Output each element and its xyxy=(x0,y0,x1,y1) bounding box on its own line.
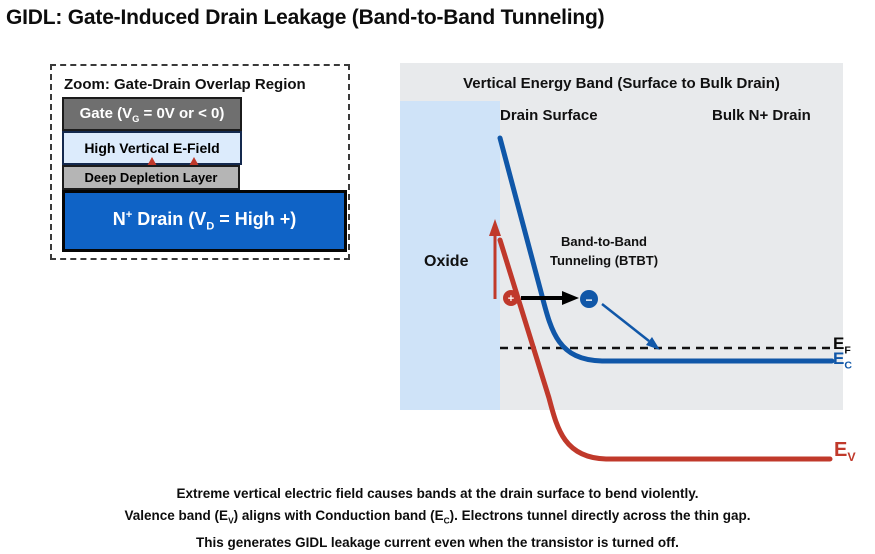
caption: Extreme vertical electric field causes b… xyxy=(0,483,875,554)
caption-line-1: Extreme vertical electric field causes b… xyxy=(176,486,699,501)
energy-band-panel: Vertical Energy Band (Surface to Bulk Dr… xyxy=(400,63,843,410)
caption-line-2: Valence band (EV) aligns with Conduction… xyxy=(124,508,751,526)
drain-label: N+ Drain (VD = High +) xyxy=(112,209,297,233)
depletion-label: Deep Depletion Layer xyxy=(84,170,218,185)
caption-line-3: This generates GIDL leakage current even… xyxy=(196,534,679,550)
depletion-layer: Deep Depletion Layer xyxy=(62,165,240,190)
btbt-annotation: Band-to-Band Tunneling (BTBT) xyxy=(549,234,659,268)
valence-band-label: EV xyxy=(834,439,856,464)
fermi-level-label: EF xyxy=(833,334,851,357)
gate-drain-overlap-diagram: Zoom: Gate-Drain Overlap Region Gate (VG… xyxy=(50,64,350,260)
conduction-band-label: EC xyxy=(833,349,852,372)
band-panel-title: Vertical Energy Band (Surface to Bulk Dr… xyxy=(463,75,780,92)
n-plus-drain-layer: N+ Drain (VD = High +) xyxy=(62,190,347,252)
page-title: GIDL: Gate-Induced Drain Leakage (Band-t… xyxy=(6,6,605,29)
zoom-box-title: Zoom: Gate-Drain Overlap Region xyxy=(64,76,306,93)
gate-label: Gate (VG = 0V or < 0) xyxy=(79,104,225,124)
drain-surface-label: Drain Surface xyxy=(500,107,598,124)
oxide-label: Oxide xyxy=(424,253,469,270)
efield-up-arrow-icon xyxy=(189,157,199,166)
bulk-drain-label: Bulk N+ Drain xyxy=(712,107,811,124)
oxide-region xyxy=(400,101,500,410)
gate-layer: Gate (VG = 0V or < 0) xyxy=(62,97,242,131)
efield-up-arrow-icon xyxy=(147,157,157,166)
efield-label: High Vertical E-Field xyxy=(84,140,220,156)
